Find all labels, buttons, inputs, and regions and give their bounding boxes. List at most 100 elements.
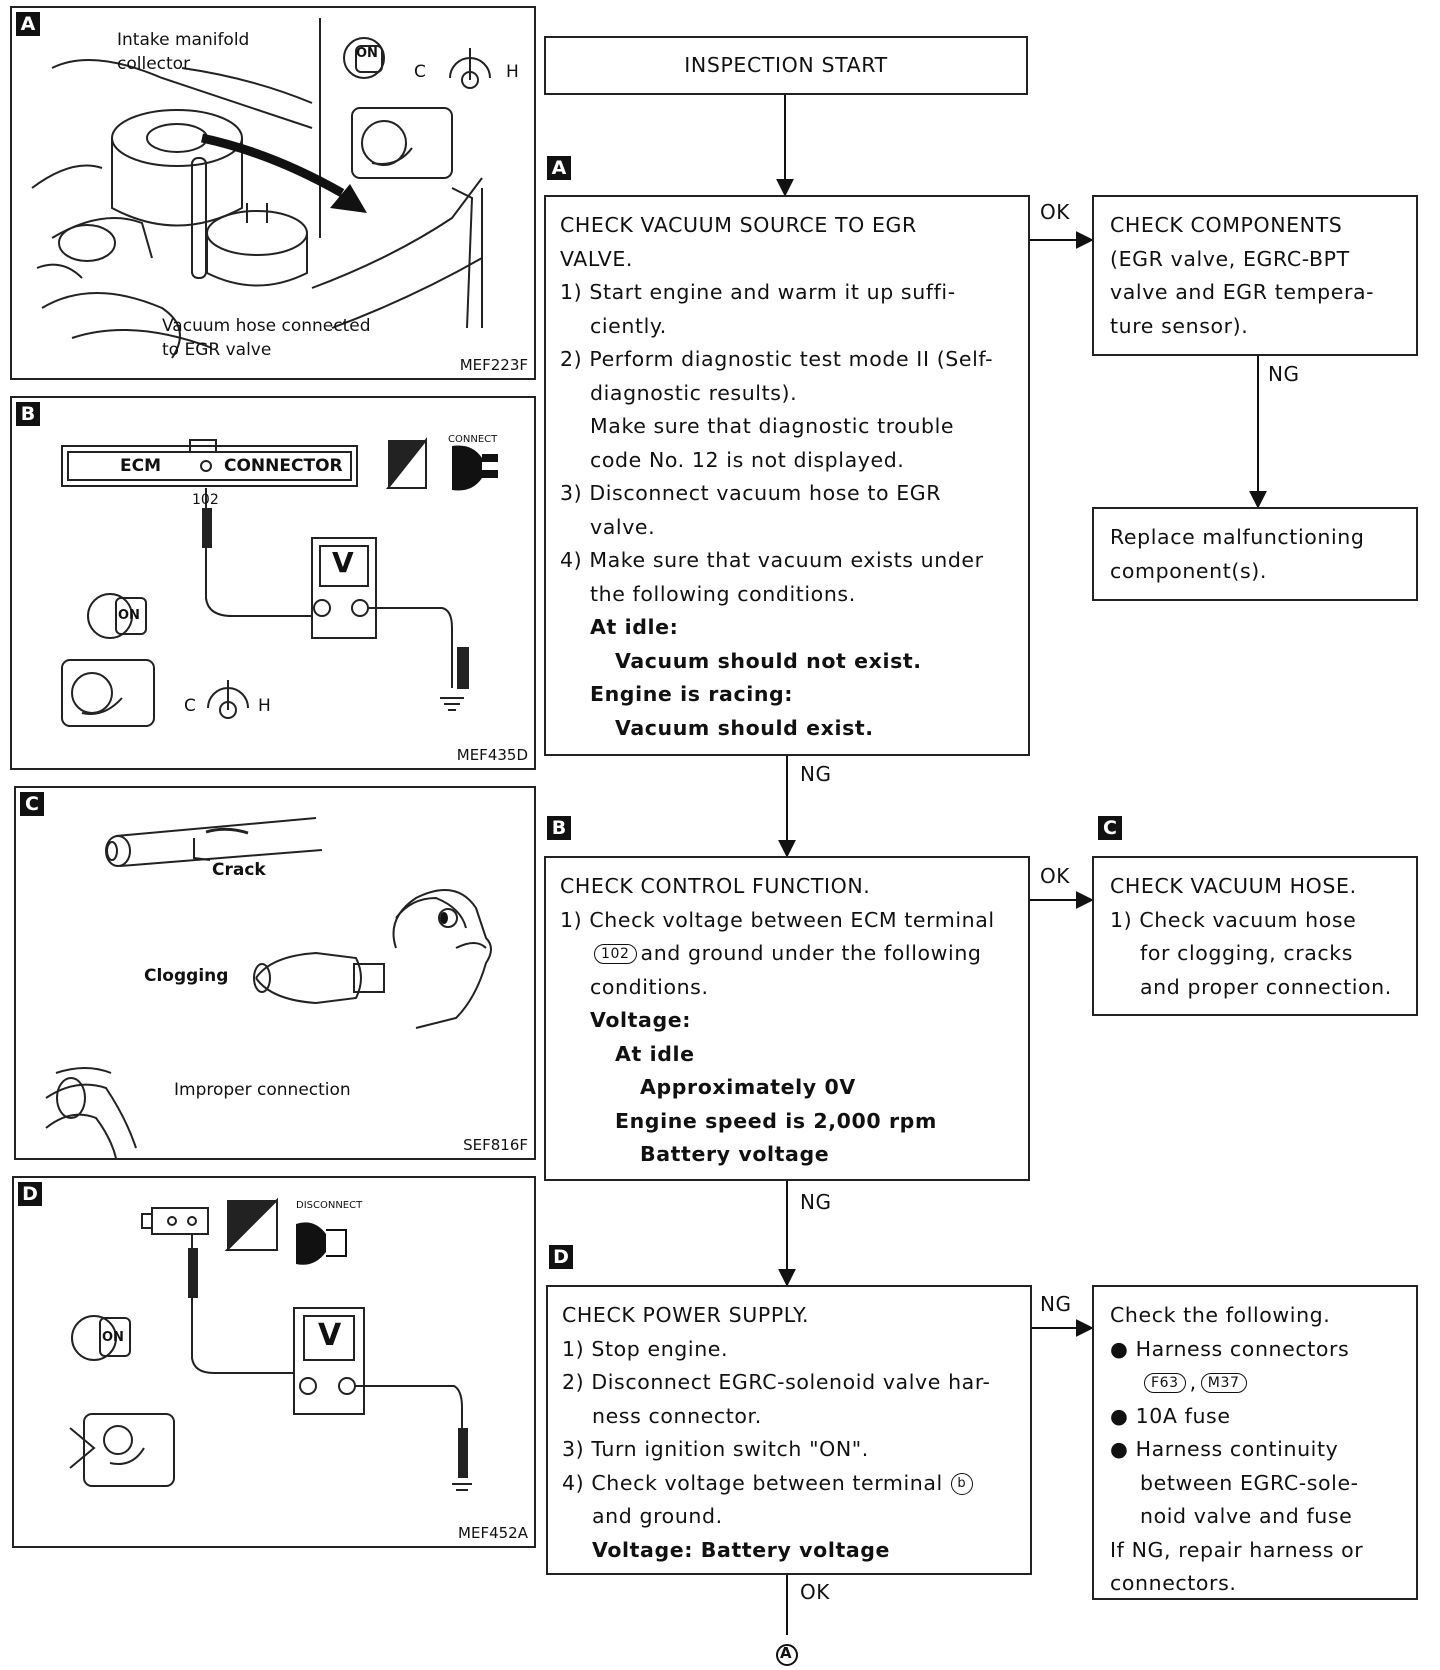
box-d-line: 1) Stop engine. bbox=[562, 1336, 729, 1361]
box-d-line: 2) Disconnect EGRC-solenoid valve har- bbox=[562, 1370, 991, 1394]
illustration-panel-a: A bbox=[10, 6, 536, 380]
bullet-text: Harness connectors bbox=[1135, 1336, 1350, 1361]
check-vacuum-hose-box: CHECK VACUUM HOSE. 1) Check vacuum hose … bbox=[1092, 856, 1418, 1016]
box-d-line: 3) Turn ignition switch "ON". bbox=[562, 1437, 869, 1461]
box-b-line: CHECK CONTROL FUNCTION. bbox=[560, 874, 871, 898]
ng-label-b: NG bbox=[800, 1190, 832, 1214]
check-following-bullet: ● Harness connectors bbox=[1110, 1333, 1400, 1367]
check-following-bullet: ● Harness continuity bbox=[1110, 1433, 1400, 1467]
check-power-supply-box: CHECK POWER SUPPLY. 1) Stop engine. 2) D… bbox=[546, 1285, 1032, 1575]
box-d-spec: Voltage: Battery voltage bbox=[592, 1537, 891, 1562]
check-following-line: If NG, repair harness or bbox=[1110, 1537, 1364, 1562]
box-c-line: for clogging, cracks bbox=[1140, 941, 1354, 965]
hs-label: I.S bbox=[254, 1232, 269, 1246]
ignition-on-label: ON bbox=[118, 608, 140, 623]
panel-letter-a: A bbox=[16, 12, 40, 36]
box-b-spec: Battery voltage bbox=[640, 1142, 830, 1166]
box-d-line-text: 4) Check voltage between terminal bbox=[562, 1470, 943, 1495]
step-letter-d: D bbox=[549, 1245, 573, 1269]
check-following-line: noid valve and fuse bbox=[1140, 1504, 1353, 1528]
ok-label-a: OK bbox=[1040, 200, 1070, 224]
check-following-line: connectors. bbox=[1110, 1571, 1237, 1595]
box-c-line: 1) Check vacuum hose bbox=[1110, 907, 1357, 932]
improper-connection-label: Improper connection bbox=[174, 1080, 351, 1100]
temp-cold-label: C bbox=[414, 62, 426, 82]
bullet-text: 10A fuse bbox=[1135, 1403, 1231, 1428]
box-a-line: 1) Start engine and warm it up suffi- bbox=[560, 280, 956, 304]
box-b-spec: At idle bbox=[615, 1041, 695, 1066]
ecm-voltage-illustration bbox=[61, 437, 498, 727]
components-line: valve and EGR tempera- bbox=[1110, 280, 1375, 304]
continue-to-a-label: A bbox=[780, 1644, 793, 1662]
components-line: CHECK COMPONENTS bbox=[1110, 213, 1343, 237]
check-following-bullet: ● 10A fuse bbox=[1110, 1400, 1400, 1434]
terminal-102-badge: 102 bbox=[594, 944, 637, 964]
box-a-line: CHECK VACUUM SOURCE TO EGR bbox=[560, 213, 917, 237]
step-letter-b: B bbox=[547, 816, 571, 840]
ng-label-a: NG bbox=[800, 762, 832, 786]
illustration-panel-d: D DISCONNECT I.S bbox=[12, 1176, 536, 1548]
box-d-line: CHECK POWER SUPPLY. bbox=[562, 1303, 810, 1327]
ng-label-components: NG bbox=[1268, 362, 1300, 386]
box-a-condition: Engine is racing: bbox=[590, 682, 794, 706]
ignition-on-label: ON bbox=[356, 46, 378, 61]
bullet-icon: ● bbox=[1110, 1437, 1136, 1461]
vacuum-hose-label-2: to EGR valve bbox=[162, 340, 272, 360]
illustration-panel-c: C Crack Clogging Improper connection SEF… bbox=[14, 786, 536, 1160]
step-letter-a: A bbox=[547, 156, 571, 180]
connector-m37-badge: M37 bbox=[1200, 1373, 1247, 1393]
vacuum-hose-label-1: Vacuum hose connected bbox=[162, 316, 371, 336]
ecm-label: ECM bbox=[120, 456, 162, 476]
box-a-condition: At idle: bbox=[590, 615, 679, 639]
check-following-line: between EGRC-sole- bbox=[1140, 1470, 1359, 1495]
temp-cold-label: C bbox=[184, 696, 196, 716]
figure-code-c: SEF816F bbox=[463, 1136, 528, 1154]
replace-line: component(s). bbox=[1110, 558, 1267, 583]
inspection-start-text: INSPECTION START bbox=[684, 52, 888, 77]
clogging-label: Clogging bbox=[144, 966, 229, 986]
box-b-line: 1) Check voltage between ECM terminal bbox=[560, 907, 995, 932]
check-components-box: CHECK COMPONENTS (EGR valve, EGRC-BPT va… bbox=[1092, 195, 1418, 356]
box-a-line: 3) Disconnect vacuum hose to EGR bbox=[560, 481, 942, 505]
check-following-box: Check the following. ● Harness connector… bbox=[1092, 1285, 1418, 1600]
check-following-line: F63,M37 bbox=[1110, 1366, 1400, 1400]
box-a-line: 4) Make sure that vacuum exists under bbox=[560, 548, 984, 572]
panel-letter-c: C bbox=[20, 792, 44, 816]
box-a-line: code No. 12 is not displayed. bbox=[590, 447, 905, 472]
temp-hot-label: H bbox=[506, 62, 519, 82]
ignition-on-label: ON bbox=[102, 1330, 124, 1345]
box-d-line: ness connector. bbox=[592, 1403, 762, 1428]
hs-label: H.S. bbox=[404, 470, 427, 483]
bullet-icon: ● bbox=[1110, 1403, 1136, 1428]
box-b-line-text: and ground under the following bbox=[640, 941, 982, 965]
box-a-line: VALVE. bbox=[560, 246, 633, 271]
box-a-condition: Vacuum should not exist. bbox=[615, 648, 922, 673]
components-line: (EGR valve, EGRC-BPT bbox=[1110, 246, 1350, 271]
components-line: ture sensor). bbox=[1110, 313, 1249, 338]
ng-label-d: NG bbox=[1040, 1292, 1072, 1316]
check-following-line: Check the following. bbox=[1110, 1303, 1331, 1327]
box-d-line: 4) Check voltage between terminal b bbox=[562, 1467, 1016, 1501]
bullet-text: Harness continuity bbox=[1135, 1437, 1339, 1461]
terminal-102-label: 102 bbox=[192, 492, 219, 508]
terminal-b-badge: b bbox=[950, 1472, 973, 1495]
box-a-line: the following conditions. bbox=[590, 581, 856, 606]
vacuum-hose-illustration bbox=[45, 817, 492, 1158]
box-b-spec: Voltage: bbox=[590, 1008, 692, 1032]
replace-component-box: Replace malfunctioning component(s). bbox=[1092, 507, 1418, 601]
intake-manifold-label-2: collector bbox=[117, 54, 191, 74]
box-b-spec: Approximately 0V bbox=[640, 1075, 856, 1099]
box-a-line: diagnostic results). bbox=[590, 380, 798, 405]
inspection-start-box: INSPECTION START bbox=[544, 36, 1028, 95]
panel-letter-d: D bbox=[18, 1182, 42, 1206]
voltmeter-v-label: V bbox=[318, 1318, 342, 1353]
connect-label: CONNECT bbox=[448, 434, 498, 445]
box-a-line: 2) Perform diagnostic test mode II (Self… bbox=[560, 347, 994, 371]
replace-line: Replace malfunctioning bbox=[1110, 525, 1365, 549]
temp-hot-label: H bbox=[258, 696, 271, 716]
box-d-line: and ground. bbox=[592, 1504, 723, 1528]
box-b-line: conditions. bbox=[590, 974, 709, 999]
crack-label: Crack bbox=[212, 860, 266, 880]
box-a-condition: Vacuum should exist. bbox=[615, 715, 874, 740]
